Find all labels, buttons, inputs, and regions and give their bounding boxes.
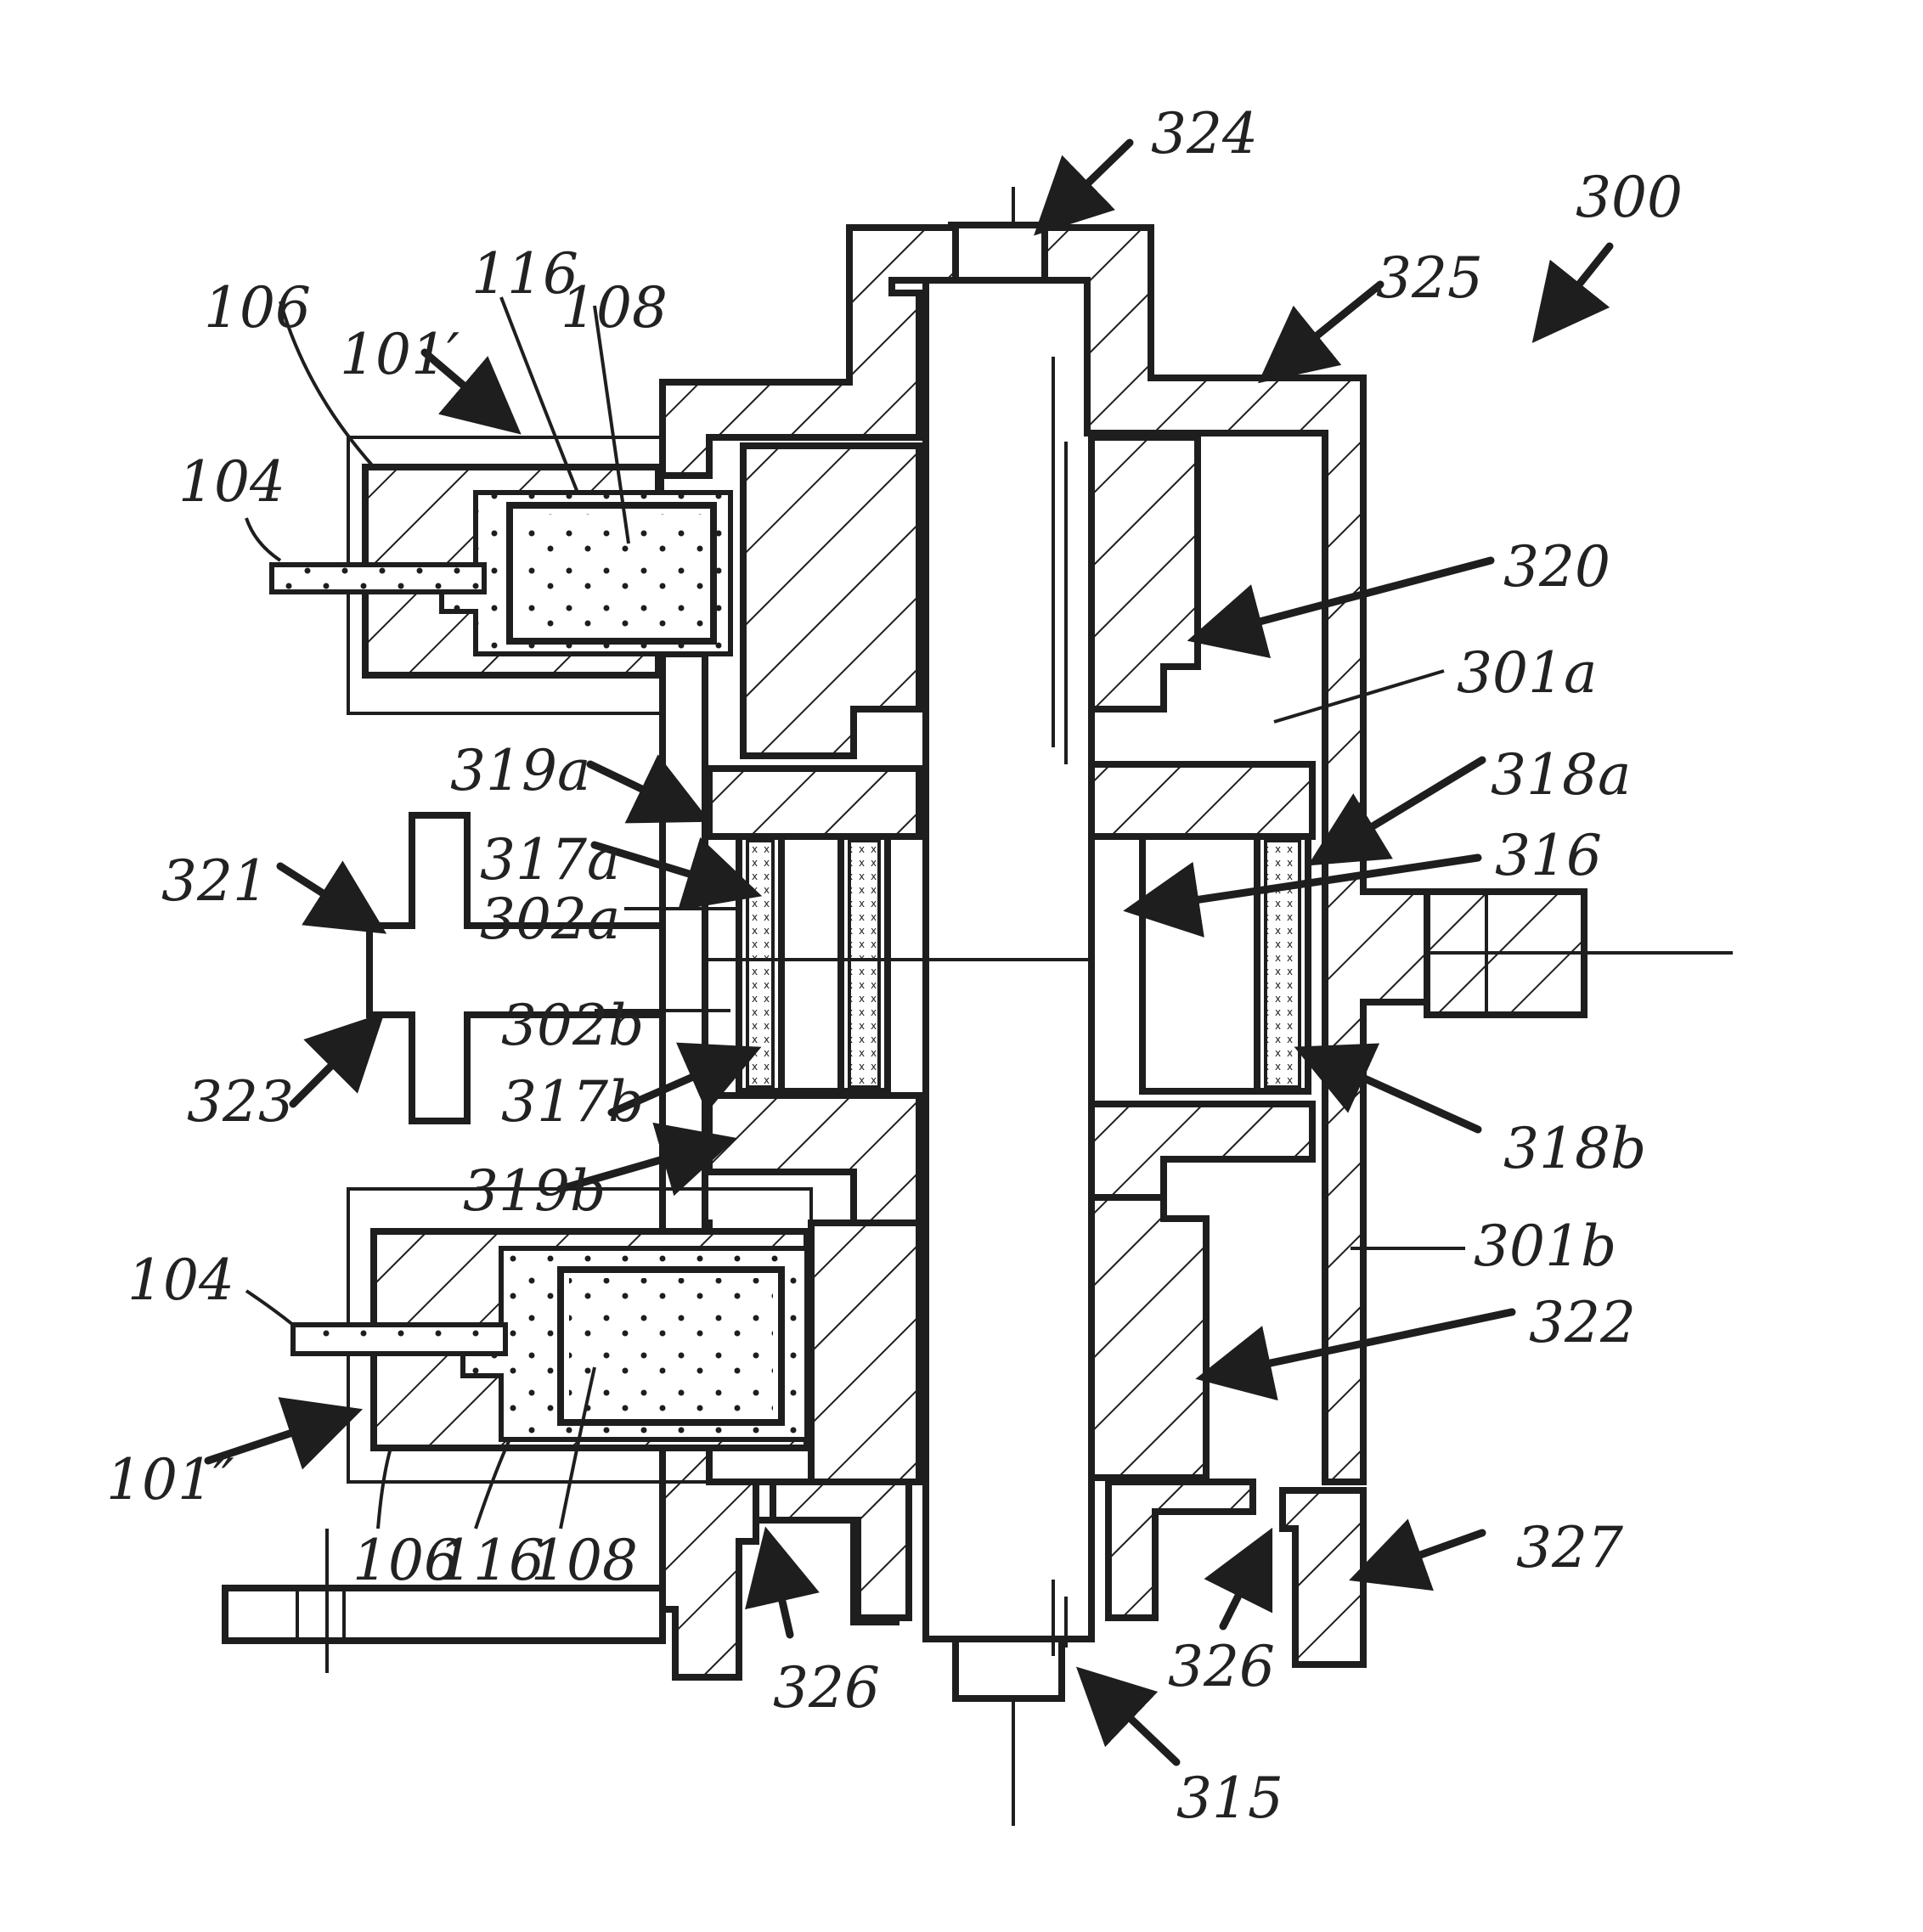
shaft-315: [926, 187, 1091, 1826]
fuel-module-101-lower: [293, 1189, 811, 1482]
label-318a: 318a: [1491, 742, 1631, 808]
label-326-left: 326: [773, 1655, 880, 1721]
label-108-top: 108: [561, 275, 668, 341]
fuel-module-101-upper: [272, 437, 730, 713]
label-319b: 319b: [463, 1158, 606, 1224]
label-302b: 302b: [501, 993, 644, 1058]
label-300: 300: [1576, 165, 1683, 230]
label-318b: 318b: [1503, 1116, 1646, 1181]
label-317a: 317a: [480, 827, 620, 893]
label-101-prime: 101′: [340, 322, 460, 387]
label-321: 321: [161, 848, 268, 914]
label-322: 322: [1529, 1290, 1636, 1355]
label-316: 316: [1495, 823, 1602, 888]
label-327: 327: [1516, 1515, 1623, 1580]
label-104-top: 104: [178, 449, 285, 515]
label-301b: 301b: [1474, 1214, 1616, 1279]
label-104-bottom: 104: [127, 1248, 234, 1313]
label-116-bottom: 116: [437, 1528, 544, 1593]
label-325: 325: [1376, 245, 1483, 311]
label-101-double-prime: 101″: [106, 1447, 234, 1512]
label-317b: 317b: [501, 1069, 644, 1135]
label-301a: 301a: [1457, 640, 1597, 706]
label-319a: 319a: [450, 738, 590, 803]
label-320: 320: [1503, 534, 1610, 600]
label-108-bottom: 108: [531, 1528, 638, 1593]
label-324: 324: [1151, 101, 1258, 166]
label-106-top: 106: [204, 275, 311, 341]
label-315: 315: [1176, 1766, 1283, 1831]
label-326-right: 326: [1168, 1634, 1275, 1699]
label-323: 323: [187, 1069, 294, 1135]
label-302a: 302a: [480, 887, 620, 952]
